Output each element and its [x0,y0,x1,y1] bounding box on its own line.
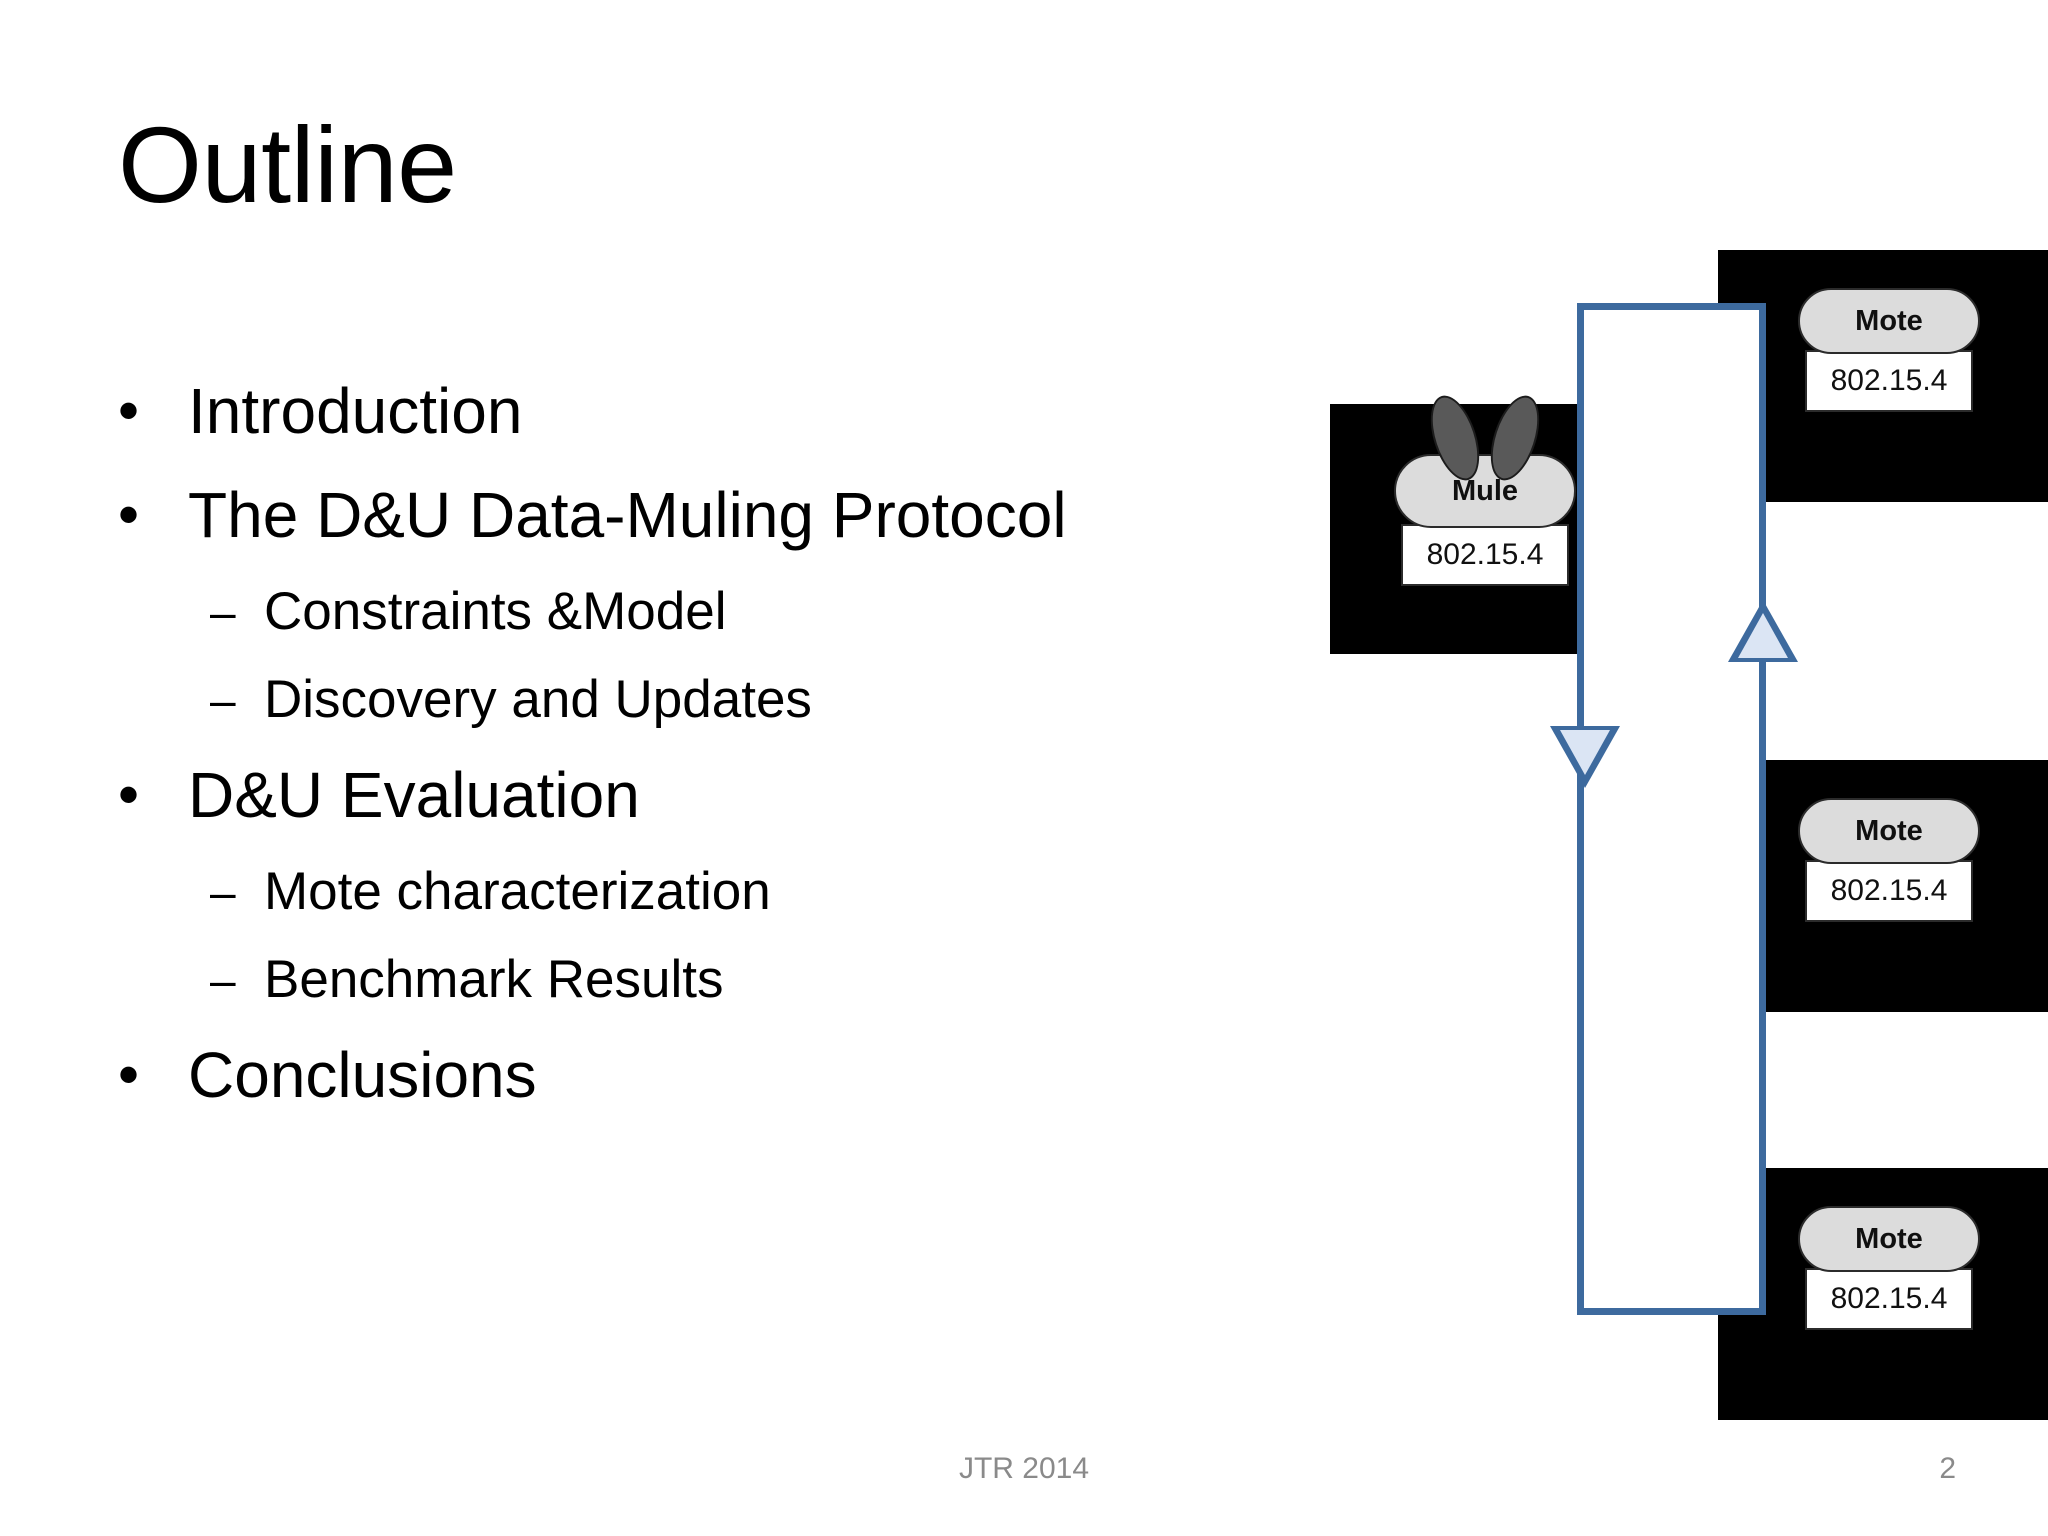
dash-marker-icon: – [210,674,236,726]
list-item: – Discovery and Updates [118,661,1338,739]
bullet-marker-icon: • [118,761,140,828]
node-mote-2-radio-label: 802.15.4 [1805,860,1973,922]
list-item-label: Introduction [188,375,523,447]
page-title: Outline [118,104,457,225]
bullet-marker-icon: • [118,481,140,548]
node-mule-radio-label: 802.15.4 [1401,524,1569,586]
list-item: • The D&U Data-Muling Protocol [118,469,1338,561]
arrow-up-icon [1728,600,1798,662]
list-item-label: Discovery and Updates [264,670,812,729]
data-muling-diagram: Mule 802.15.4 Mote 802.15.4 Mote 802.15.… [1330,240,2048,1420]
dash-marker-icon: – [210,586,236,638]
node-mote-2-body: Mote [1798,798,1980,864]
node-mule: Mule 802.15.4 [1394,389,1576,586]
list-item: – Constraints &Model [118,573,1338,651]
node-mote-1-body: Mote [1798,288,1980,354]
node-mote-3-radio-label: 802.15.4 [1805,1268,1973,1330]
node-mote-3: Mote 802.15.4 [1798,1206,1980,1330]
bullet-marker-icon: • [118,377,140,444]
list-item: • Introduction [118,365,1338,457]
list-item: – Mote characterization [118,853,1338,931]
outline-list: • Introduction • The D&U Data-Muling Pro… [118,365,1338,1133]
arrow-down-icon [1550,726,1620,788]
list-item-label: Constraints &Model [264,582,727,641]
list-item: • Conclusions [118,1029,1338,1121]
node-mote-3-label: Mote [1855,1222,1923,1255]
list-item-label: Conclusions [188,1039,537,1111]
list-item-label: Mote characterization [264,862,771,921]
node-mote-2-label: Mote [1855,814,1923,847]
list-item: – Benchmark Results [118,941,1338,1019]
node-mote-1: Mote 802.15.4 [1798,288,1980,412]
node-mote-2: Mote 802.15.4 [1798,798,1980,922]
bullet-marker-icon: • [118,1041,140,1108]
link-bracket-shape [1577,303,1766,1315]
node-mote-1-label: Mote [1855,304,1923,337]
node-mule-body: Mule [1394,389,1576,528]
node-mote-3-body: Mote [1798,1206,1980,1272]
footer-text: JTR 2014 [958,1452,1090,1485]
slide-number: 2 [1939,1452,1956,1485]
list-item-label: D&U Evaluation [188,759,640,831]
list-item-label: The D&U Data-Muling Protocol [188,479,1067,551]
dash-marker-icon: – [210,954,236,1006]
dash-marker-icon: – [210,866,236,918]
list-item: • D&U Evaluation [118,749,1338,841]
list-item-label: Benchmark Results [264,950,724,1009]
node-mote-1-radio-label: 802.15.4 [1805,350,1973,412]
